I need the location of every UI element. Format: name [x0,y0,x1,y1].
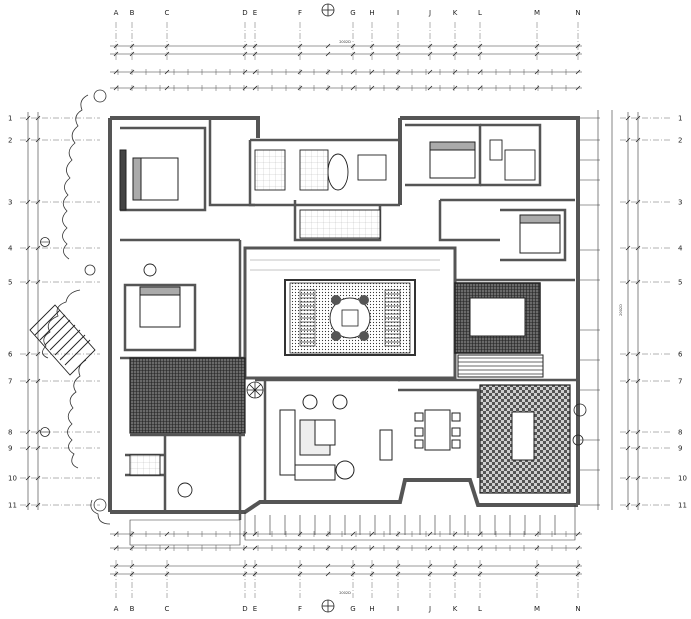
grid-row-label-6: 6 [678,351,683,359]
grid-row-label-5: 5 [8,279,12,287]
overall-dimension-label-bottom: 2002D [339,591,351,595]
landscape-trees [42,89,111,525]
grid-row-label-9: 9 [678,445,682,453]
elevation-marker [40,427,50,437]
grid-row-label-3: 3 [8,199,12,207]
grid-row-label-7: 7 [678,378,682,386]
living-room-furniture [279,394,393,481]
grid-row-label-8: 8 [678,429,682,437]
grid-row-label-7: 7 [8,378,12,386]
grid-row-label-2: 2 [8,137,12,145]
grid-row-label-1: 1 [678,115,682,123]
grid-row-label-10: 10 [8,475,17,483]
grid-col-label-N: N [575,605,580,613]
grid-col-label-B: B [130,9,135,17]
building-walls [108,116,580,514]
grid-row-label-10: 10 [678,475,687,483]
grid-col-label-C: C [165,9,170,17]
grid-col-label-D: D [242,605,247,613]
grid-row-label-1: 1 [8,115,12,123]
grid-col-label-G: G [350,9,355,17]
elevation-marker [40,237,50,247]
grid-col-label-D: D [242,9,247,17]
dining-furniture [414,409,461,451]
exterior-stair [29,304,96,376]
grid-row-label-2: 2 [678,137,682,145]
bottom-deck [129,505,576,546]
grid-col-label-H: H [369,9,374,17]
left-terrace [129,357,246,434]
grid-row-label-6: 6 [8,351,13,359]
grid-col-label-F: F [298,9,302,17]
grid-col-label-C: C [165,605,170,613]
grid-row-label-8: 8 [8,429,12,437]
grid-col-label-I: I [397,605,399,613]
grid-col-label-A: A [114,605,119,613]
section-marker [321,599,335,613]
grid-row-label-4: 4 [678,245,683,253]
section-marker [321,3,335,17]
grid-col-label-J: J [428,605,431,613]
grid-col-label-K: K [453,605,458,613]
grid-col-label-M: M [534,9,540,17]
central-courtyard [243,246,457,380]
grid-row-label-11: 11 [678,502,687,510]
grid-row-label-9: 9 [8,445,12,453]
grid-col-label-A: A [114,9,119,17]
grid-col-label-F: F [298,605,302,613]
overall-dimension-label-right: 2002D [619,304,623,316]
grid-row-label-3: 3 [678,199,682,207]
right-wall-ticks [580,110,613,510]
grid-col-label-E: E [253,9,257,17]
grid-col-label-H: H [369,605,374,613]
grid-col-label-L: L [478,605,482,613]
kitchen-area [479,384,571,494]
grid-col-label-M: M [534,605,540,613]
grid-col-label-L: L [478,9,482,17]
right-court [454,282,544,378]
grid-col-label-N: N [575,9,580,17]
grid-col-label-E: E [253,605,257,613]
grid-col-label-B: B [130,605,135,613]
grid-row-label-5: 5 [678,279,682,287]
grid-col-label-G: G [350,605,355,613]
grid-col-label-J: J [428,9,431,17]
grid-col-label-I: I [397,9,399,17]
grid-lines [20,22,672,598]
grid-row-label-11: 11 [8,502,17,510]
grid-col-label-K: K [453,9,458,17]
grid-row-label-4: 4 [8,245,13,253]
bedroom-furniture [119,141,561,328]
bathroom-fixtures [129,139,536,498]
dimension-chains [25,43,641,577]
overall-dimension-label-top: 2002D [339,40,351,44]
